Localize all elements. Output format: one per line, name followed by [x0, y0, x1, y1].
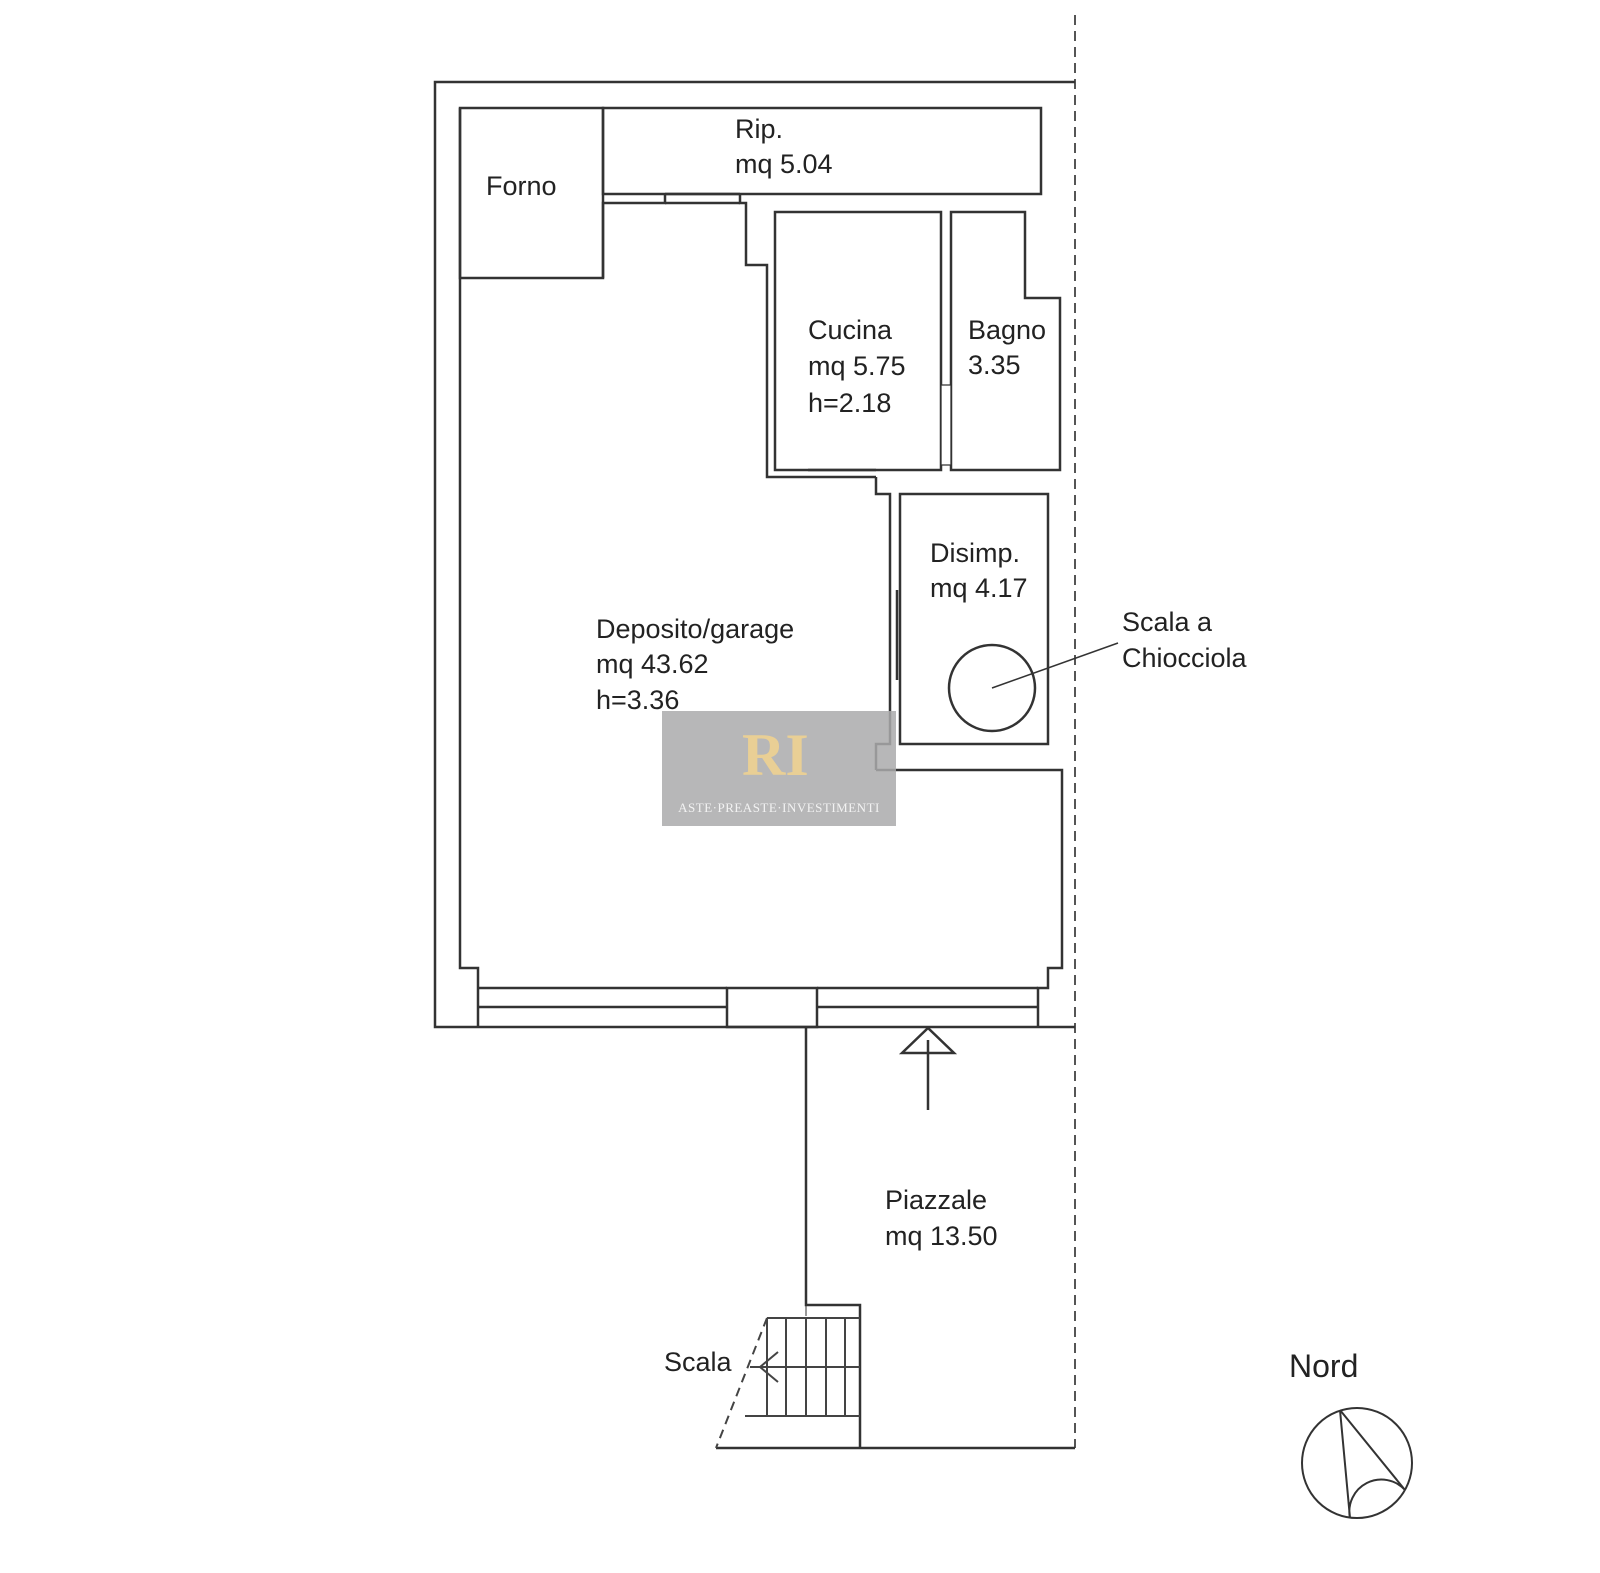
rip-room	[601, 106, 1043, 196]
room-label-deposito: Deposito/garage	[596, 614, 795, 644]
spiral-stair-icon	[947, 643, 1037, 733]
bagno-room	[949, 210, 1062, 472]
disimp-door	[888, 590, 899, 680]
inner-wall-left	[458, 108, 480, 1027]
watermark-caption: ASTE·PREASTE·INVESTIMENTI	[678, 800, 880, 815]
room-label-piazzale: Piazzale	[885, 1185, 988, 1215]
room-area-deposito: mq 43.62	[596, 649, 709, 679]
room-label-disimp: Disimp.	[930, 538, 1021, 568]
entrance-arrow-icon	[898, 1026, 958, 1110]
watermark: RI ASTE·PREASTE·INVESTIMENTI	[662, 711, 896, 826]
spiral-leader-line	[991, 642, 1119, 689]
room-height-cucina: h=2.18	[808, 388, 892, 418]
label-spiral-2: Chiocciola	[1122, 643, 1247, 673]
cucina-door	[808, 468, 876, 479]
room-area-bagno: 3.35	[968, 350, 1021, 380]
rip-door	[665, 192, 740, 205]
rip-wall-lower	[601, 194, 808, 479]
piazzale-boundary	[716, 1027, 1075, 1450]
disimp-room	[898, 492, 1050, 746]
north-compass-icon	[1301, 1407, 1413, 1519]
room-label-forno: Forno	[486, 171, 557, 201]
garage-opening	[478, 986, 1038, 1009]
bagno-door	[940, 384, 952, 466]
label-spiral-1: Scala a	[1122, 607, 1213, 637]
watermark-logo: RI	[742, 722, 809, 788]
room-area-rip: mq 5.04	[735, 149, 833, 179]
room-area-disimp: mq 4.17	[930, 573, 1028, 603]
label-stair: Scala	[664, 1347, 732, 1377]
room-label-rip: Rip.	[735, 114, 784, 144]
room-area-cucina: mq 5.75	[808, 351, 906, 381]
room-label-bagno: Bagno	[968, 315, 1047, 345]
room-label-cucina: Cucina	[808, 315, 893, 345]
room-area-piazzale: mq 13.50	[885, 1221, 998, 1251]
label-north: Nord	[1289, 1348, 1359, 1384]
pillar	[725, 986, 819, 1029]
stair-icon	[715, 1317, 860, 1449]
room-height-deposito: h=3.36	[596, 685, 680, 715]
